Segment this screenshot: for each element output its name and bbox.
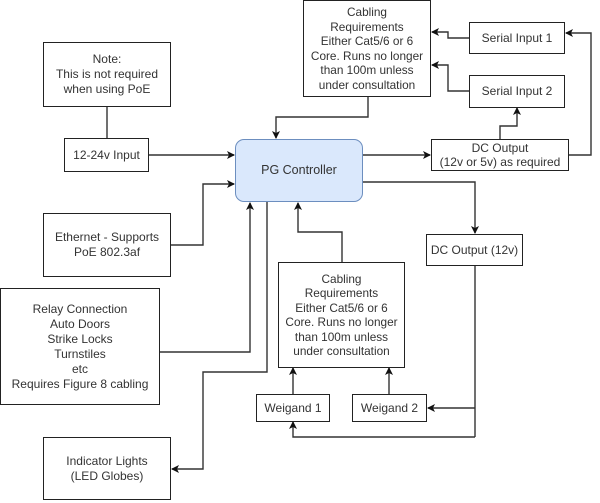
relay-connection-box: Relay Connection Auto Doors Strike Locks…: [0, 288, 160, 405]
edge-dc-output-to-serial-2: [499, 107, 521, 139]
cabling-requirements-bottom-box: Cabling Requirements Either Cat5/6 or 6 …: [278, 262, 405, 368]
weigand-1-box: Weigand 1: [256, 394, 330, 422]
ethernet-box: Ethernet - Supports PoE 802.3af: [43, 213, 171, 277]
edge-dc-12v-to-weigand-2: [428, 266, 476, 437]
edge-ethernet-to-controller: [171, 180, 235, 246]
dc-output-12v-box: DC Output (12v): [426, 234, 523, 266]
edge-serial-1-to-cabling-top: [431, 28, 469, 39]
dc-output-variable-box: DC Output (12v or 5v) as required: [431, 139, 569, 171]
serial-input-1-box: Serial Input 1: [469, 22, 565, 54]
edge-cabling-top-to-controller: [272, 97, 369, 139]
edge-controller-to-dc-12v: [363, 181, 479, 234]
edge-controller-to-indicator: [171, 202, 268, 473]
power-input-box: 12-24v Input: [64, 138, 149, 172]
serial-input-2-box: Serial Input 2: [469, 75, 565, 108]
edge-relay-to-controller: [160, 202, 254, 353]
weigand-2-box: Weigand 2: [352, 394, 427, 422]
edge-dc-12v-to-weigand-1: [289, 421, 475, 438]
edge-dc-output-to-serial-1: [565, 29, 592, 156]
indicator-lights-box: Indicator Lights (LED Globes): [43, 437, 171, 500]
note-box: Note: This is not required when using Po…: [43, 42, 171, 107]
pg-controller-box: PG Controller: [235, 139, 363, 202]
edge-cabling-bottom-to-controller: [294, 202, 343, 262]
cabling-requirements-top-box: Cabling Requirements Either Cat5/6 or 6 …: [303, 0, 431, 97]
edge-serial-2-to-cabling-top: [431, 61, 469, 92]
